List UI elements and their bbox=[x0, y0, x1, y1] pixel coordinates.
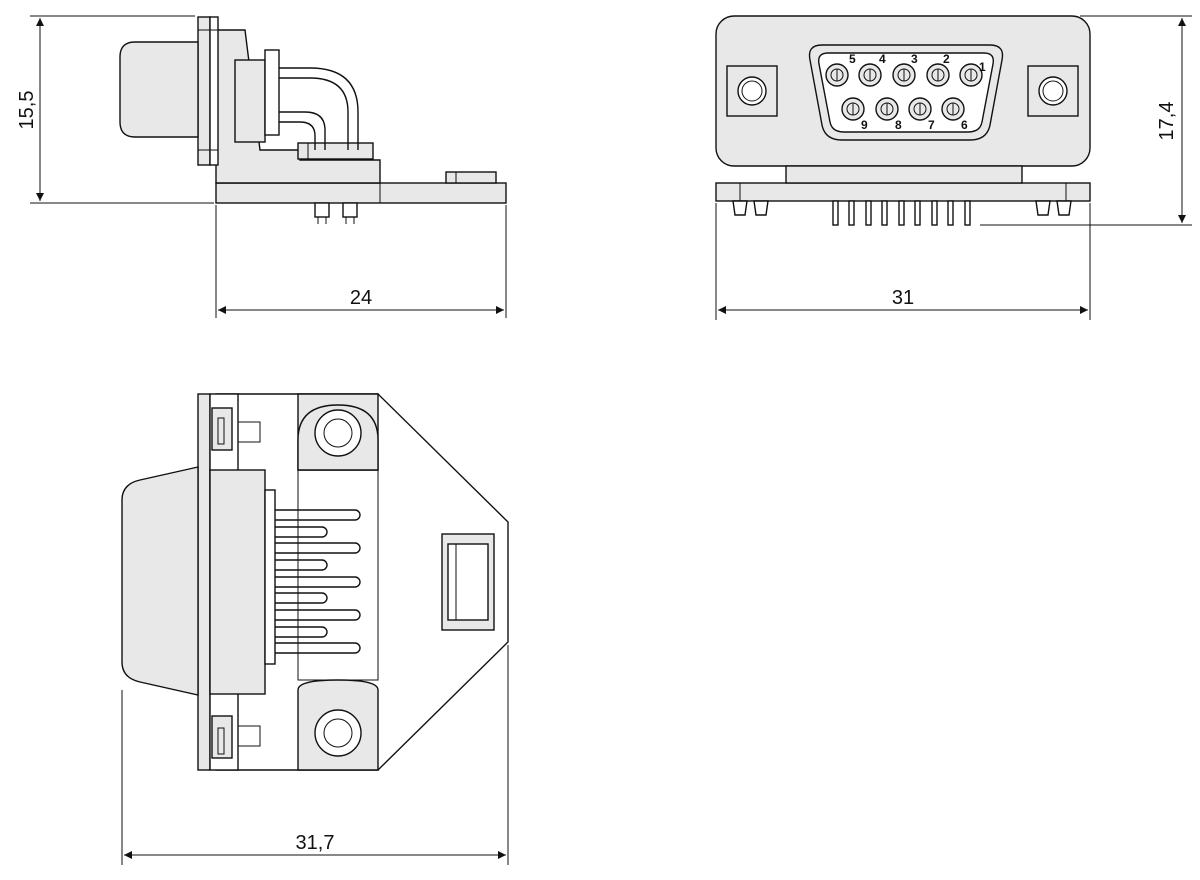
pin-row-2 bbox=[841, 97, 965, 121]
pin-label-4: 4 bbox=[879, 52, 886, 66]
pin-label-8: 8 bbox=[895, 118, 902, 132]
dim-front-width: 31 bbox=[892, 287, 914, 309]
top-dsub-shell bbox=[121, 466, 199, 696]
top-pins bbox=[275, 509, 361, 654]
dim-front-height: 17,4 bbox=[1156, 102, 1178, 141]
side-flange bbox=[197, 16, 211, 166]
pin-label-9: 9 bbox=[861, 118, 868, 132]
front-legs bbox=[732, 200, 1072, 216]
side-pcb bbox=[215, 182, 507, 204]
pin-row-1 bbox=[825, 63, 983, 87]
dim-top-width: 31,7 bbox=[296, 832, 335, 854]
dim-side-height: 15,5 bbox=[16, 91, 38, 130]
front-signal-pins bbox=[832, 200, 971, 226]
side-smd-component bbox=[445, 171, 497, 184]
top-screw-lower bbox=[314, 709, 362, 757]
side-latch bbox=[297, 142, 374, 160]
pin-label-1: 1 bbox=[979, 60, 986, 74]
front-base-strip bbox=[715, 182, 1091, 202]
pin-label-5: 5 bbox=[849, 52, 856, 66]
top-view: 31,7 bbox=[121, 393, 509, 865]
pin-label-3: 3 bbox=[911, 52, 918, 66]
top-screw-upper bbox=[314, 409, 362, 457]
pin-label-7: 7 bbox=[928, 118, 935, 132]
pin-label-2: 2 bbox=[943, 52, 950, 66]
side-dsub-shell bbox=[119, 41, 199, 138]
front-view: 5 4 3 2 1 9 8 7 6 bbox=[715, 15, 1192, 320]
dim-side-width: 24 bbox=[350, 287, 372, 309]
side-pin-block bbox=[234, 59, 266, 143]
pin-label-6: 6 bbox=[961, 118, 968, 132]
top-flange bbox=[197, 393, 211, 771]
side-view: 15,5 24 bbox=[16, 15, 507, 318]
